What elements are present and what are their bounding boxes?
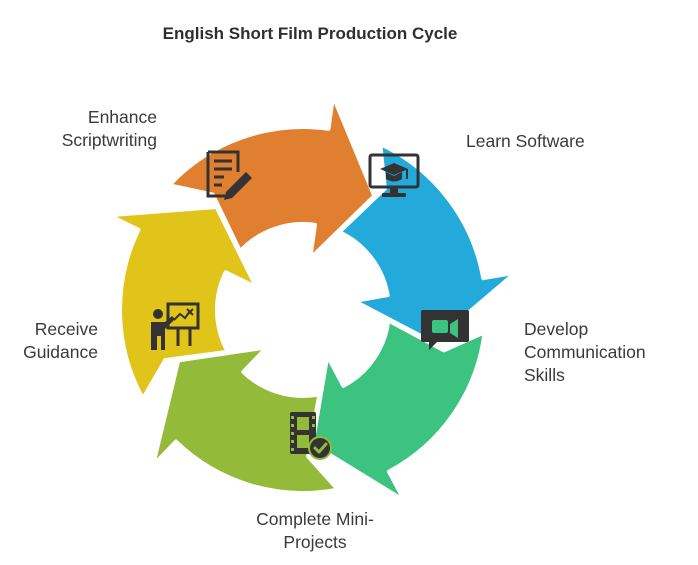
video-chat-icon (421, 310, 469, 350)
step-label-enhance-scriptwriting: Enhance Scriptwriting (61, 107, 157, 150)
step-label-learn-software: Learn Software (466, 131, 585, 151)
teacher-board-icon (151, 302, 200, 350)
step-label-receive-guidance: Receive Guidance (23, 319, 98, 362)
page-title: English Short Film Production Cycle (162, 24, 458, 43)
cycle-arrow-develop-communication-skills (310, 318, 487, 503)
step-label-complete-mini-projects: Complete Mini- Projects (256, 509, 374, 552)
cycle-arrow-enhance-scriptwriting (167, 94, 377, 261)
monitor-graduation-cap-icon (368, 153, 420, 197)
document-pencil-icon (206, 150, 252, 200)
step-label-develop-communication-skills: Develop Communication Skills (524, 319, 646, 385)
film-checkmark-icon (290, 412, 332, 460)
cycle-arrow-complete-mini-projects (151, 345, 340, 495)
